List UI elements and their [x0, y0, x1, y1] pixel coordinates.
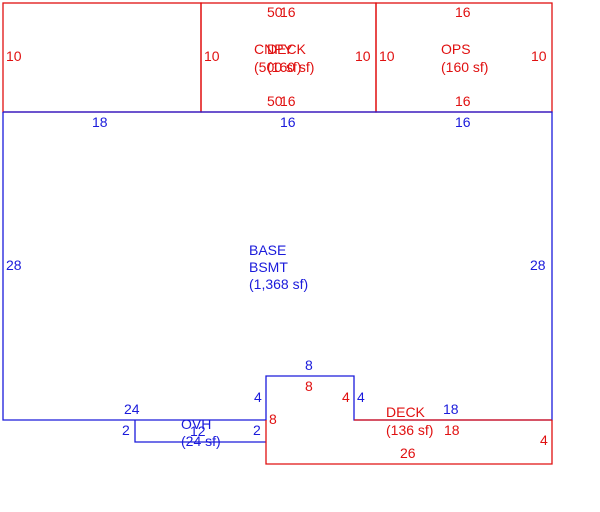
dim-ovh-top: 12: [190, 423, 206, 439]
porch-name: CNPY: [254, 41, 294, 57]
ops-area: (160 sf): [441, 59, 488, 75]
dim-notch-right: 4: [357, 389, 365, 405]
dim-base-top-16a: 16: [280, 114, 296, 130]
base-name: BASE: [249, 242, 286, 258]
base-area: (1,368 sf): [249, 276, 308, 292]
dim-deck-left: 8: [269, 411, 277, 427]
dim-base-right: 28: [530, 257, 546, 273]
dim-ops-right: 10: [531, 48, 547, 64]
ops-name: OPS: [441, 41, 471, 57]
base-basement-outline: [2, 111, 553, 421]
ovh-name: OVH: [181, 416, 211, 432]
porch-area: (500 sf): [254, 59, 301, 75]
dim-porch-top-50: 50: [267, 4, 283, 20]
dim-deck-right-18: 18: [444, 422, 460, 438]
dim-porch-bottom-50: 50: [267, 93, 283, 109]
lower-deck-outline: [265, 420, 553, 465]
deck-top-name: DECK: [267, 41, 307, 57]
dim-base-left: 28: [6, 257, 22, 273]
base-name-2: BSMT: [249, 259, 288, 275]
dim-deck-top-inner: 8: [305, 378, 313, 394]
ovh-area: (24 sf): [181, 433, 221, 449]
dim-porch-left-10: 10: [204, 48, 220, 64]
dim-porch-bottom-16: 16: [280, 93, 296, 109]
dim-base-bottom-18: 18: [443, 401, 459, 417]
dim-ops-bottom: 16: [455, 93, 471, 109]
dim-notch-top: 8: [305, 357, 313, 373]
dim-ovh-left: 2: [122, 422, 130, 438]
deck-bottom-area: (136 sf): [386, 422, 433, 438]
dim-deck-bottom: 26: [400, 445, 416, 461]
deck-top-area: (160 sf): [267, 59, 314, 75]
dim-ops-top: 16: [455, 4, 471, 20]
dim-deck-right-4: 4: [540, 432, 548, 448]
dim-notch-left: 4: [254, 389, 262, 405]
deck-bottom-name: DECK: [386, 404, 426, 420]
dim-base-top-16b: 16: [455, 114, 471, 130]
dim-porch-top-16: 16: [280, 4, 296, 20]
dim-base-bottom-24: 24: [124, 401, 140, 417]
top-left-section-outline: [2, 2, 202, 113]
dim-deck-left-inner: 4: [342, 389, 350, 405]
dim-ovh-right: 2: [253, 422, 261, 438]
dim-top-left-10: 10: [6, 48, 22, 64]
dim-porch-right-10: 10: [355, 48, 371, 64]
dim-base-top-18: 18: [92, 114, 108, 130]
dim-ops-left: 10: [379, 48, 395, 64]
overhang-outline: [134, 420, 266, 443]
